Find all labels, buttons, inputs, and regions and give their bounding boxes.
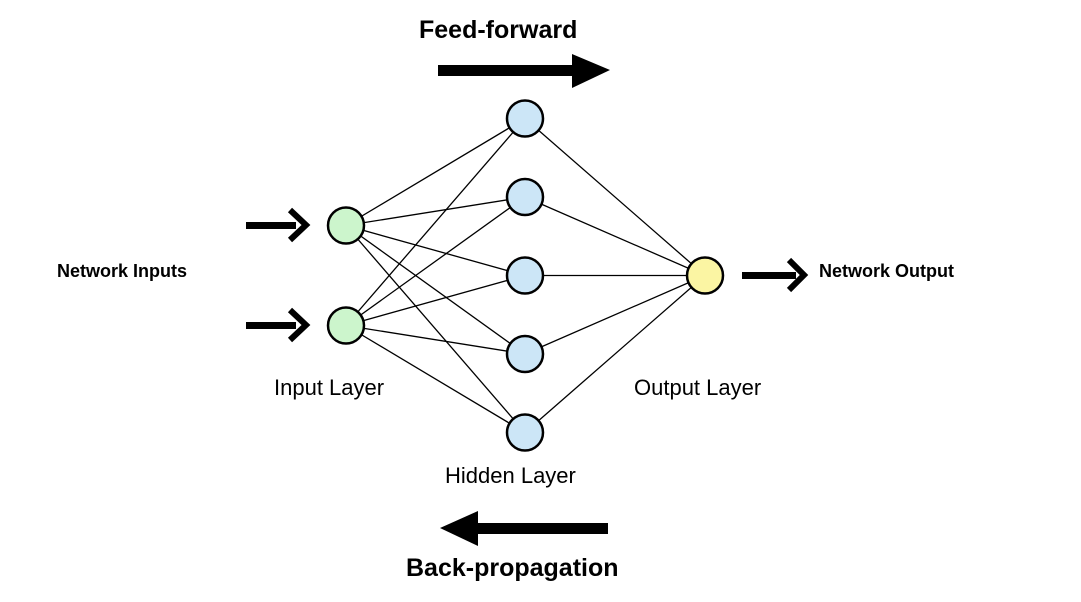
output-layer-label: Output Layer [634, 375, 762, 400]
hidden-node [505, 334, 545, 374]
hidden-layer-label: Hidden Layer [445, 463, 576, 488]
input-arrow-icon [246, 207, 311, 243]
connection-line [345, 324, 526, 355]
connection-line [524, 275, 706, 433]
connection-line [345, 196, 526, 327]
arrows [246, 54, 809, 546]
back-propagation-label: Back-propagation [406, 554, 619, 582]
connection-line [345, 118, 526, 326]
connection-line [524, 118, 706, 276]
hidden-node [505, 99, 545, 138]
connection-line [345, 224, 526, 277]
nodes [326, 99, 725, 452]
network-inputs-label: Network Inputs [57, 261, 188, 281]
connection-line [345, 117, 526, 227]
connection-line [345, 274, 526, 327]
back-propagation-arrow-icon [440, 511, 608, 546]
output-node [685, 256, 725, 295]
feed-forward-label: Feed-forward [419, 16, 578, 44]
hidden-node [505, 177, 545, 217]
input-layer-label: Input Layer [274, 375, 385, 400]
input-node [326, 306, 366, 345]
connection-line [524, 196, 706, 277]
input-arrow-icon [246, 307, 311, 343]
connection-line [345, 224, 526, 355]
connection-line [345, 196, 526, 227]
input-node [326, 206, 366, 245]
connections [345, 117, 706, 434]
connection-line [345, 225, 526, 433]
connection-line [524, 274, 706, 355]
hidden-node [505, 256, 545, 295]
output-arrow-icon [742, 257, 809, 293]
connection-line [345, 324, 526, 434]
network-output-label: Network Output [819, 261, 954, 281]
hidden-node [505, 413, 545, 452]
feed-forward-arrow-icon [438, 54, 610, 88]
